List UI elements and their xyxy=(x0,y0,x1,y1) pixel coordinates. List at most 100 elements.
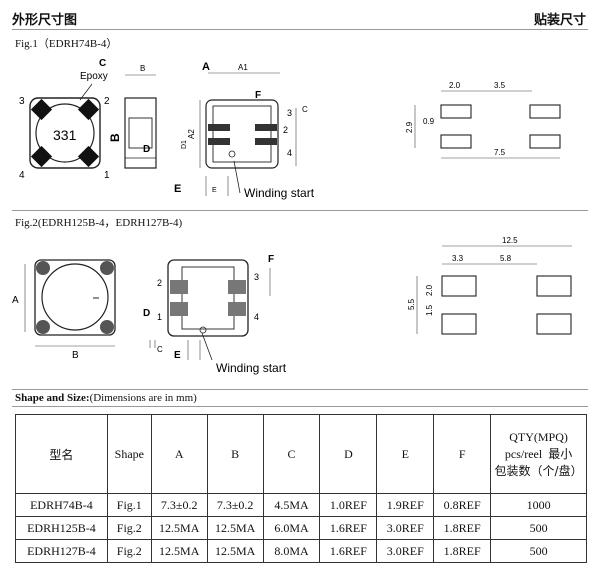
cell: 12.5MA xyxy=(206,516,264,540)
cell: 0.8REF xyxy=(433,493,492,517)
cell: EDRH125B-4 xyxy=(15,516,108,540)
cell: 1000 xyxy=(490,493,587,517)
col-c: C xyxy=(262,414,321,494)
dim-e-label: E xyxy=(174,183,181,195)
cell: Fig.1 xyxy=(106,493,152,517)
dim-d1-label: D1 xyxy=(181,140,188,149)
table-row: EDRH127B-4 Fig.2 12.5MA 12.5MA 8.0MA 1.6… xyxy=(15,539,587,563)
cell: 7.3±0.2 xyxy=(206,493,264,517)
col-f: F xyxy=(433,414,492,494)
pad1-total-label: 7.5 xyxy=(494,148,506,157)
fig2-top-view: A B xyxy=(12,259,116,361)
fig1-side-view: B B D xyxy=(108,64,157,169)
cell: 4.5MA xyxy=(262,493,321,517)
fig2-divider xyxy=(12,389,588,390)
winding-start-label: Winding start xyxy=(244,186,315,200)
qty-line-2b: 最小 xyxy=(548,446,573,461)
fig2-pin-4: 4 xyxy=(254,312,259,322)
cell: 1.0REF xyxy=(319,493,378,517)
pad1-h-label: 0.9 xyxy=(423,117,435,126)
cell: 1.6REF xyxy=(319,516,378,540)
side-dim-b-top: B xyxy=(140,64,145,73)
cell: 12.5MA xyxy=(150,539,208,563)
qty-line-1: QTY(MPQ) xyxy=(509,429,568,444)
dim-d-label: D xyxy=(143,144,150,155)
cell: 7.3±0.2 xyxy=(150,493,208,517)
outline-title: 外形尺寸图 xyxy=(12,13,78,28)
fig2-dim-b-label: B xyxy=(72,350,79,361)
table-subtitle: (Dimensions are in mm) xyxy=(89,392,197,404)
fig2-dim-d-label: D xyxy=(143,308,150,319)
fig2-pin-3: 3 xyxy=(254,272,259,282)
cell: 6.0MA xyxy=(262,516,321,540)
fig1-pad-layout: 2.0 3.5 2.9 0.9 7.5 xyxy=(405,81,561,159)
cell: 8.0MA xyxy=(262,539,321,563)
bottom-pin-4: 4 xyxy=(287,148,292,158)
table-title: Shape and Size:(Dimensions are in mm) xyxy=(15,392,197,404)
fig2-pad-layout: 12.5 3.3 5.8 5.5 1.5 2.0 xyxy=(407,236,572,335)
header-divider xyxy=(12,29,588,30)
fig1-drawings: 331 3 4 2 1 Epoxy C B B D A A1 A2 D1 F 3… xyxy=(19,58,561,200)
cell: 500 xyxy=(490,539,587,563)
epoxy-label: Epoxy xyxy=(80,71,108,82)
fig2-side-view: C xyxy=(149,340,163,354)
fig2-winding-start-label: Winding start xyxy=(216,361,287,375)
col-model: 型名 xyxy=(15,414,108,494)
cell: Fig.2 xyxy=(106,516,152,540)
pad1-height-label: 2.9 xyxy=(405,121,414,133)
fig2-dim-c-label: C xyxy=(157,345,163,354)
pad1-gap-label: 3.5 xyxy=(494,81,506,90)
fig2-caption: Fig.2(EDRH125B-4，EDRH127B-4) xyxy=(15,217,183,229)
bottom-pin-2: 2 xyxy=(283,125,288,135)
cell: 1.8REF xyxy=(433,539,492,563)
cell: 3.0REF xyxy=(376,539,435,563)
qty-line-2: pcs/reel 最小 xyxy=(491,446,586,463)
cell: 1.6REF xyxy=(319,539,378,563)
fig2-dim-e-label: E xyxy=(174,350,181,361)
cell: EDRH127B-4 xyxy=(15,539,108,563)
pad2-height-label: 5.5 xyxy=(407,298,416,310)
col-e: E xyxy=(376,414,435,494)
pin-2-label: 2 xyxy=(104,96,110,107)
col-d: D xyxy=(319,414,378,494)
cell: Fig.2 xyxy=(106,539,152,563)
cell: 1.9REF xyxy=(376,493,435,517)
fig2-pin-1: 1 xyxy=(157,312,162,322)
cell: 12.5MA xyxy=(206,539,264,563)
table-title-bold: Shape and Size: xyxy=(15,392,90,404)
dim-a1-label: A1 xyxy=(238,63,248,72)
fig2-drawings: A B C 2 1 3 4 D F E Winding st xyxy=(12,236,572,375)
col-qty: QTY(MPQ) pcs/reel 最小 包装数（个/盘） xyxy=(490,414,587,494)
qty-line-3: 包装数（个/盘） xyxy=(494,463,583,478)
pad2-gap-label: 5.8 xyxy=(500,254,512,263)
side-pin-c: C xyxy=(302,105,308,114)
col-shape: Shape xyxy=(106,414,152,494)
fig2-bottom-view: 2 1 3 4 D F E Winding start xyxy=(143,254,287,375)
qty-line-2a: pcs/reel xyxy=(504,446,543,461)
dim-c-label: C xyxy=(99,58,106,69)
cell: 500 xyxy=(490,516,587,540)
pin-1-label: 1 xyxy=(104,170,110,181)
pad2-total-label: 12.5 xyxy=(502,236,518,245)
table-header-row: 型名 Shape A B C D E F QTY(MPQ) pcs/reel 最… xyxy=(15,414,587,494)
mounting-title: 贴装尺寸 xyxy=(533,13,586,28)
pin-4-label: 4 xyxy=(19,170,25,181)
pad2-h2-label: 2.0 xyxy=(425,284,434,296)
pad1-width-label: 2.0 xyxy=(449,81,461,90)
fig1-top-view: 331 3 4 2 1 Epoxy C xyxy=(19,58,110,181)
part-marking: 331 xyxy=(53,127,77,143)
dim-a2-label: A2 xyxy=(187,129,196,139)
dim-a-label: A xyxy=(202,61,210,73)
cell: 3.0REF xyxy=(376,516,435,540)
pin-3-label: 3 xyxy=(19,96,25,107)
pad2-width-label: 3.3 xyxy=(452,254,464,263)
fig1-bottom-view: A A1 A2 D1 F 3 4 2 C E E Winding start xyxy=(174,61,315,200)
fig1-divider xyxy=(12,210,588,211)
bottom-pin-3: 3 xyxy=(287,108,292,118)
shape-size-table: 型名 Shape A B C D E F QTY(MPQ) pcs/reel 最… xyxy=(15,414,587,563)
fig2-dim-a-label: A xyxy=(12,295,19,306)
col-a: A xyxy=(150,414,208,494)
dim-e1-label: E xyxy=(212,187,217,194)
pad2-h1-label: 1.5 xyxy=(425,304,434,316)
cell: EDRH74B-4 xyxy=(15,493,108,517)
